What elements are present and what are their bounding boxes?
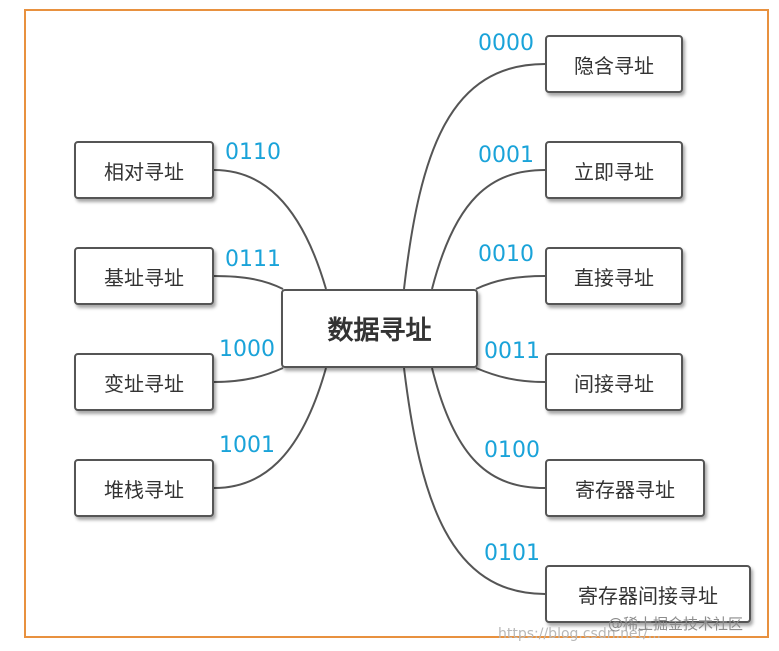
diagram-frame: [24, 9, 769, 638]
center-label: 数据寻址: [327, 316, 432, 346]
left-code-0: 0110: [225, 140, 281, 165]
link-right-3: [475, 367, 546, 383]
left-code-2: 1000: [219, 337, 275, 362]
right-code-3: 0011: [484, 339, 540, 364]
right-code-5: 0101: [484, 541, 540, 566]
link-left-3: [213, 367, 327, 489]
watermark-url: https://blog.csdn.net/...: [498, 626, 662, 642]
left-code-3: 1001: [219, 433, 275, 458]
node-label: 寄存器寻址: [575, 477, 675, 502]
left-node-3: 堆栈寻址: [74, 459, 214, 517]
node-label: 寄存器间接寻址: [578, 583, 718, 608]
node-label: 堆栈寻址: [104, 477, 184, 502]
node-label: 相对寻址: [104, 159, 184, 184]
left-node-1: 基址寻址: [74, 247, 214, 305]
right-node-5: 寄存器间接寻址: [545, 565, 751, 623]
right-node-4: 寄存器寻址: [545, 459, 705, 517]
right-code-2: 0010: [478, 242, 534, 267]
node-label: 基址寻址: [104, 265, 184, 290]
link-right-5: [403, 367, 546, 595]
right-code-1: 0001: [478, 143, 534, 168]
left-code-1: 0111: [225, 247, 281, 272]
left-node-0: 相对寻址: [74, 141, 214, 199]
node-label: 间接寻址: [574, 371, 654, 396]
right-code-0: 0000: [478, 31, 534, 56]
link-right-1: [431, 169, 546, 290]
node-label: 立即寻址: [574, 159, 654, 184]
watermark-site: @稀土掘金技术社区: [608, 615, 744, 633]
right-node-2: 直接寻址: [545, 247, 683, 305]
link-right-4: [431, 367, 546, 489]
node-label: 变址寻址: [104, 371, 184, 396]
node-label: 直接寻址: [574, 265, 654, 290]
link-right-0: [403, 63, 546, 290]
right-node-3: 间接寻址: [545, 353, 683, 411]
link-right-2: [475, 275, 546, 290]
link-left-1: [213, 275, 284, 290]
right-node-1: 立即寻址: [545, 141, 683, 199]
left-node-2: 变址寻址: [74, 353, 214, 411]
node-label: 隐含寻址: [574, 53, 654, 78]
right-node-0: 隐含寻址: [545, 35, 683, 93]
right-code-4: 0100: [484, 438, 540, 463]
center-node: 数据寻址: [281, 289, 478, 368]
link-left-0: [213, 169, 327, 290]
link-left-2: [213, 367, 284, 383]
